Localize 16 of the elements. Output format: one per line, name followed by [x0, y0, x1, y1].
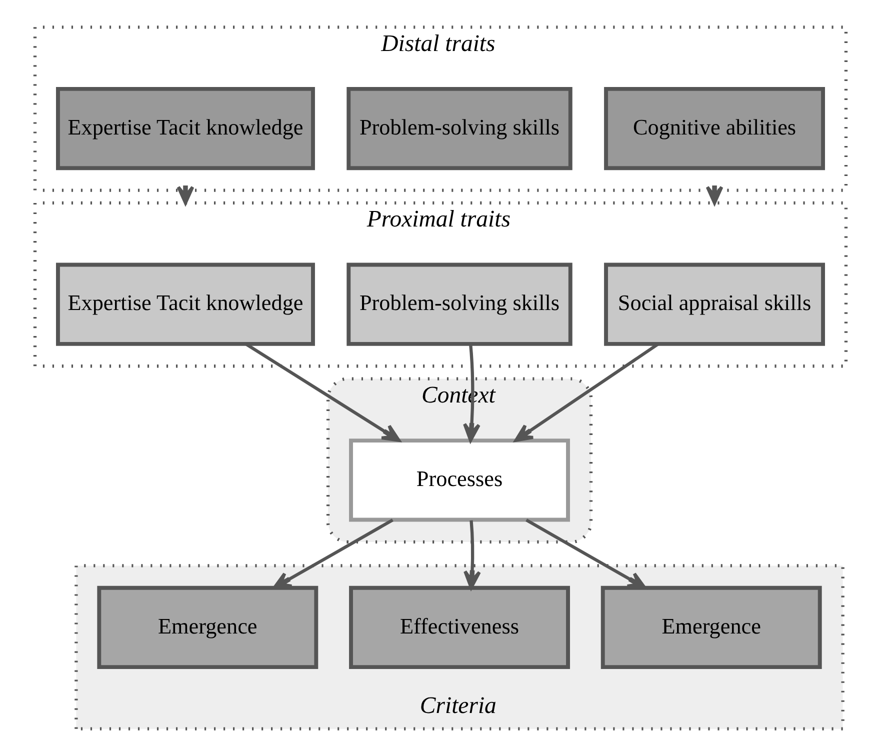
node-box: Cognitive abilities: [604, 86, 825, 170]
arrow: [706, 186, 724, 205]
node-box: Emergence: [600, 586, 822, 670]
node-box: Social appraisal skills: [604, 262, 825, 346]
arrow: [463, 344, 480, 442]
node-box: Emergence: [97, 586, 318, 670]
node-box: Processes: [349, 438, 570, 522]
node-box: Expertise Tacit knowledge: [56, 262, 315, 346]
node-box: Problem-solving skills: [346, 262, 572, 346]
node-box: Problem-solving skills: [346, 86, 572, 170]
arrow: [464, 520, 481, 590]
node-box: Effectiveness: [349, 586, 570, 670]
arrow: [514, 342, 659, 442]
arrow: [245, 342, 400, 442]
node-box: Expertise Tacit knowledge: [56, 86, 315, 170]
arrow: [176, 186, 194, 205]
